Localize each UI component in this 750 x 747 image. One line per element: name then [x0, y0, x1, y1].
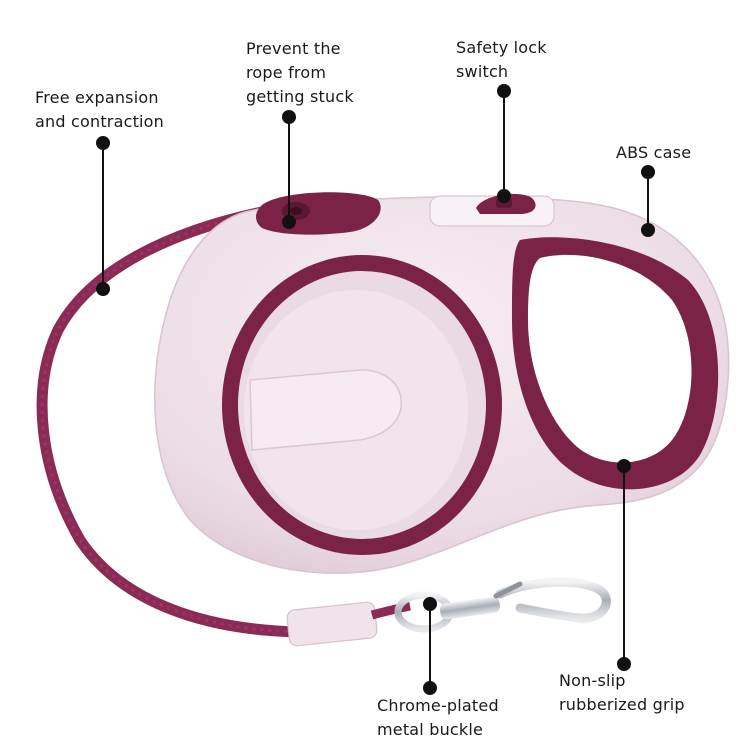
dial-face-tab [249, 369, 402, 451]
callout-prevent-stuck: Prevent the rope from getting stuck [246, 37, 354, 109]
grip-opening [528, 254, 692, 463]
callout-line: rubberized grip [559, 695, 685, 714]
callout-abs-case: ABS case [616, 141, 691, 165]
callout-line: Chrome-plated [377, 696, 499, 715]
callout-line: Safety lock [456, 38, 547, 57]
rope-guide [256, 192, 381, 235]
strap-stopper [286, 601, 378, 647]
chrome-buckle [394, 577, 611, 633]
callout-line: Prevent the [246, 39, 341, 58]
callout-line: ABS case [616, 143, 692, 162]
callout-line: Free expansion [35, 88, 159, 107]
callout-lines [96, 84, 655, 695]
callout-free-expansion: Free expansion and contraction [35, 86, 164, 134]
callout-line: and contraction [35, 112, 165, 131]
callout-chrome-buckle: Chrome-plated metal buckle [377, 694, 499, 742]
callout-line: metal buckle [377, 720, 484, 739]
callout-line: switch [456, 62, 509, 81]
callout-line: getting stuck [246, 87, 354, 106]
callout-non-slip-grip: Non-slip rubberized grip [559, 669, 685, 717]
callout-line: Non-slip [559, 671, 626, 690]
callout-line: rope from [246, 63, 327, 82]
callout-safety-lock: Safety lock switch [456, 36, 547, 84]
